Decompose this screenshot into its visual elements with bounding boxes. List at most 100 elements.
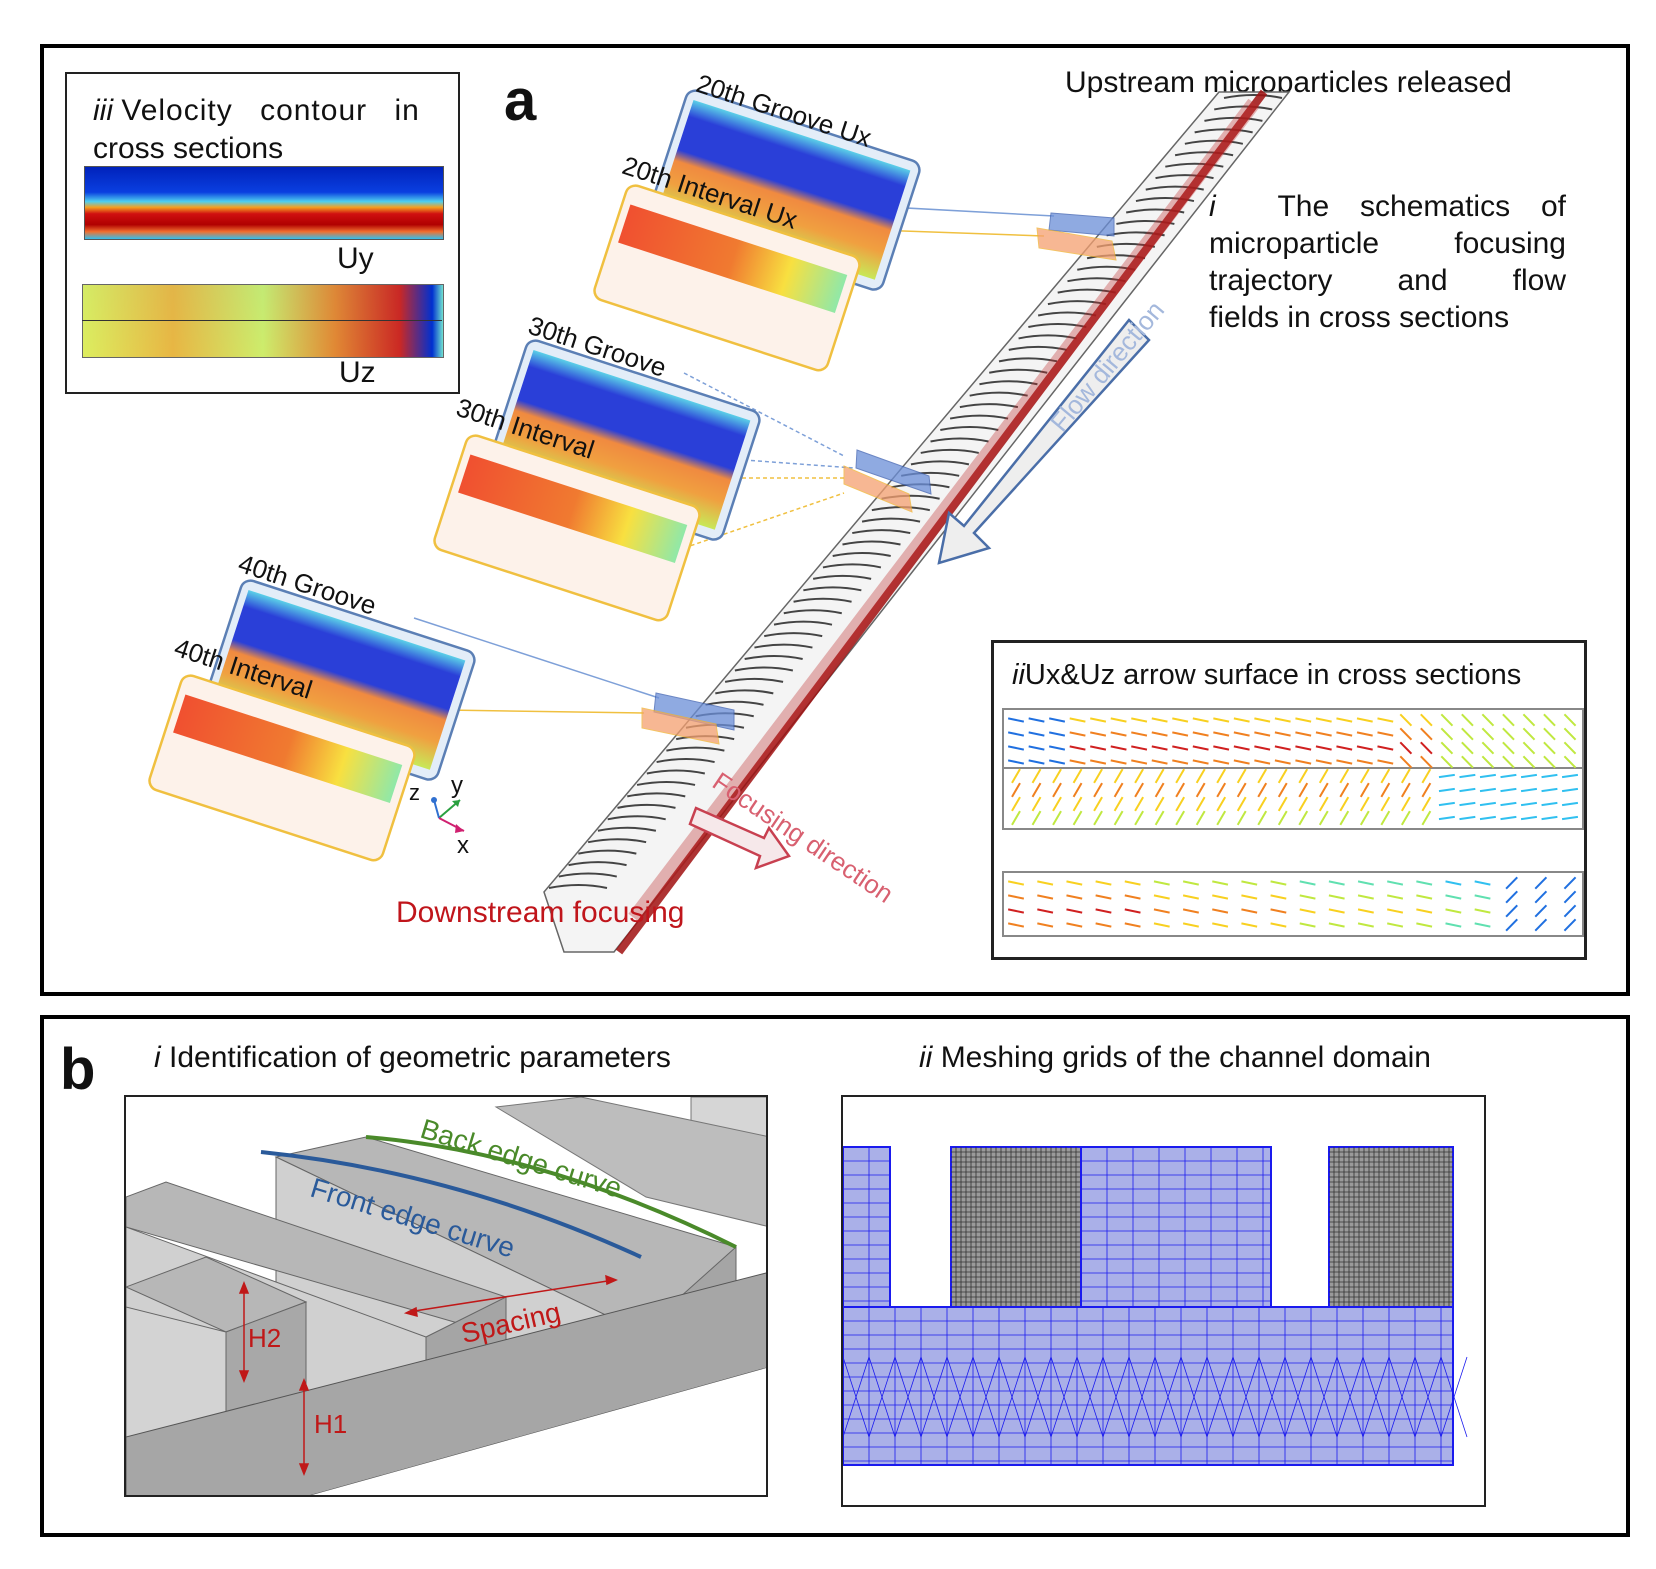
particle-trajectory	[615, 89, 1268, 955]
velocity-arrow	[1007, 880, 1025, 886]
velocity-arrow	[1520, 815, 1538, 821]
velocity-arrow	[1505, 876, 1518, 890]
groove-rung	[861, 517, 921, 523]
groove-rung	[989, 368, 1048, 374]
inset-i-line2: microparticle focusing	[1209, 227, 1566, 260]
velocity-arrow	[1090, 731, 1107, 737]
velocity-arrow	[1387, 894, 1404, 900]
velocity-arrow	[1031, 810, 1042, 826]
velocity-arrow	[1440, 727, 1454, 741]
velocity-arrow	[1479, 773, 1496, 779]
groove-rung	[607, 815, 666, 821]
velocity-arrow	[1011, 810, 1021, 826]
velocity-arrow	[1299, 908, 1316, 914]
velocity-arrow	[1090, 745, 1107, 751]
flow-direction-arrow	[937, 318, 1151, 565]
velocity-arrow	[1072, 768, 1083, 784]
axis-z-label: z	[409, 780, 420, 805]
groove-rung	[578, 849, 637, 855]
velocity-arrow	[1534, 876, 1548, 890]
velocity-arrow	[1421, 782, 1432, 798]
velocity-arrow	[1274, 745, 1291, 751]
downstream-label: Downstream focusing	[396, 896, 685, 929]
interval-arrow-field	[1002, 871, 1584, 937]
velocity-arrow	[1052, 768, 1062, 784]
velocity-arrow	[1007, 894, 1025, 900]
interval-30-section	[433, 434, 701, 622]
velocity-arrow	[1563, 876, 1577, 890]
groove-rung	[852, 529, 911, 535]
velocity-arrow	[1481, 755, 1495, 769]
velocity-arrow	[1124, 922, 1141, 928]
velocity-arrow	[1356, 759, 1373, 765]
h1-label: H1	[314, 1409, 348, 1439]
panel-b-label: b	[60, 1037, 96, 1102]
groove-rung	[744, 655, 803, 660]
title-text: Ux&Uz arrow surface in cross sections	[1024, 659, 1522, 691]
groove-rung	[930, 437, 989, 443]
velocity-arrow	[1295, 759, 1312, 765]
velocity-arrow	[1236, 768, 1247, 784]
velocity-arrow	[1563, 713, 1577, 727]
groove-rung	[1223, 94, 1283, 99]
dimension-lines	[238, 1274, 618, 1477]
groove-rung	[1204, 116, 1263, 122]
velocity-arrow	[1474, 880, 1491, 886]
title-text: Meshing grids of the channel domain	[940, 1041, 1431, 1074]
velocity-arrow	[1151, 759, 1168, 765]
velocity-arrow	[1359, 810, 1370, 826]
velocity-arrow	[1095, 908, 1112, 914]
velocity-arrow	[1212, 922, 1229, 928]
groove-rung	[1018, 334, 1077, 340]
velocity-arrow	[1318, 810, 1329, 826]
groove-rung	[1155, 174, 1214, 180]
velocity-arrow	[1479, 801, 1496, 807]
velocity-arrow	[1541, 787, 1558, 793]
title-text: Identification of geometric parameters	[169, 1041, 671, 1074]
velocity-arrow	[1377, 759, 1394, 765]
velocity-arrow	[1072, 796, 1083, 812]
velocity-arrow	[1028, 731, 1045, 737]
velocity-arrow	[1270, 922, 1287, 928]
velocity-arrow	[1153, 922, 1170, 928]
groove-rung	[1194, 128, 1253, 134]
numeral-iii: iii	[93, 94, 113, 127]
h2-label: H2	[248, 1323, 282, 1353]
velocity-arrow	[1445, 880, 1462, 886]
groove-rung	[812, 574, 872, 580]
velocity-arrow	[1066, 922, 1083, 928]
groove-rung	[1028, 322, 1087, 328]
groove-rung	[832, 551, 891, 557]
velocity-arrow	[1380, 810, 1391, 826]
inset-i-line4: fields in cross sections	[1209, 301, 1510, 334]
velocity-arrow	[1052, 810, 1062, 826]
velocity-arrow	[1151, 745, 1168, 751]
velocity-arrow	[1037, 922, 1054, 928]
velocity-arrow	[1377, 745, 1394, 751]
velocity-arrow	[1445, 908, 1462, 914]
axis-triad	[431, 797, 465, 833]
velocity-arrow	[1481, 741, 1495, 755]
velocity-arrow	[1534, 904, 1548, 918]
velocity-arrow	[1241, 894, 1258, 900]
numeral-i: i	[1209, 190, 1216, 223]
velocity-arrow	[1110, 759, 1127, 765]
groove-rung	[656, 758, 715, 764]
velocity-arrow	[1339, 810, 1350, 826]
groove-rung	[1037, 311, 1097, 317]
velocity-arrow	[1298, 810, 1309, 826]
groove-rung	[969, 391, 1028, 397]
velocity-arrow	[1420, 727, 1433, 741]
velocity-arrow	[1543, 741, 1556, 755]
velocity-arrow	[1563, 890, 1577, 904]
front-edge-curve	[260, 1150, 642, 1259]
velocity-arrow	[1400, 796, 1411, 812]
velocity-arrow	[1241, 922, 1258, 928]
velocity-arrow	[1236, 810, 1247, 826]
velocity-arrow	[1534, 918, 1548, 932]
velocity-arrow	[1095, 922, 1112, 928]
velocity-arrow	[1093, 768, 1103, 784]
velocity-arrow	[1416, 908, 1433, 914]
velocity-arrow	[1037, 880, 1054, 886]
velocity-arrow	[1236, 796, 1247, 812]
